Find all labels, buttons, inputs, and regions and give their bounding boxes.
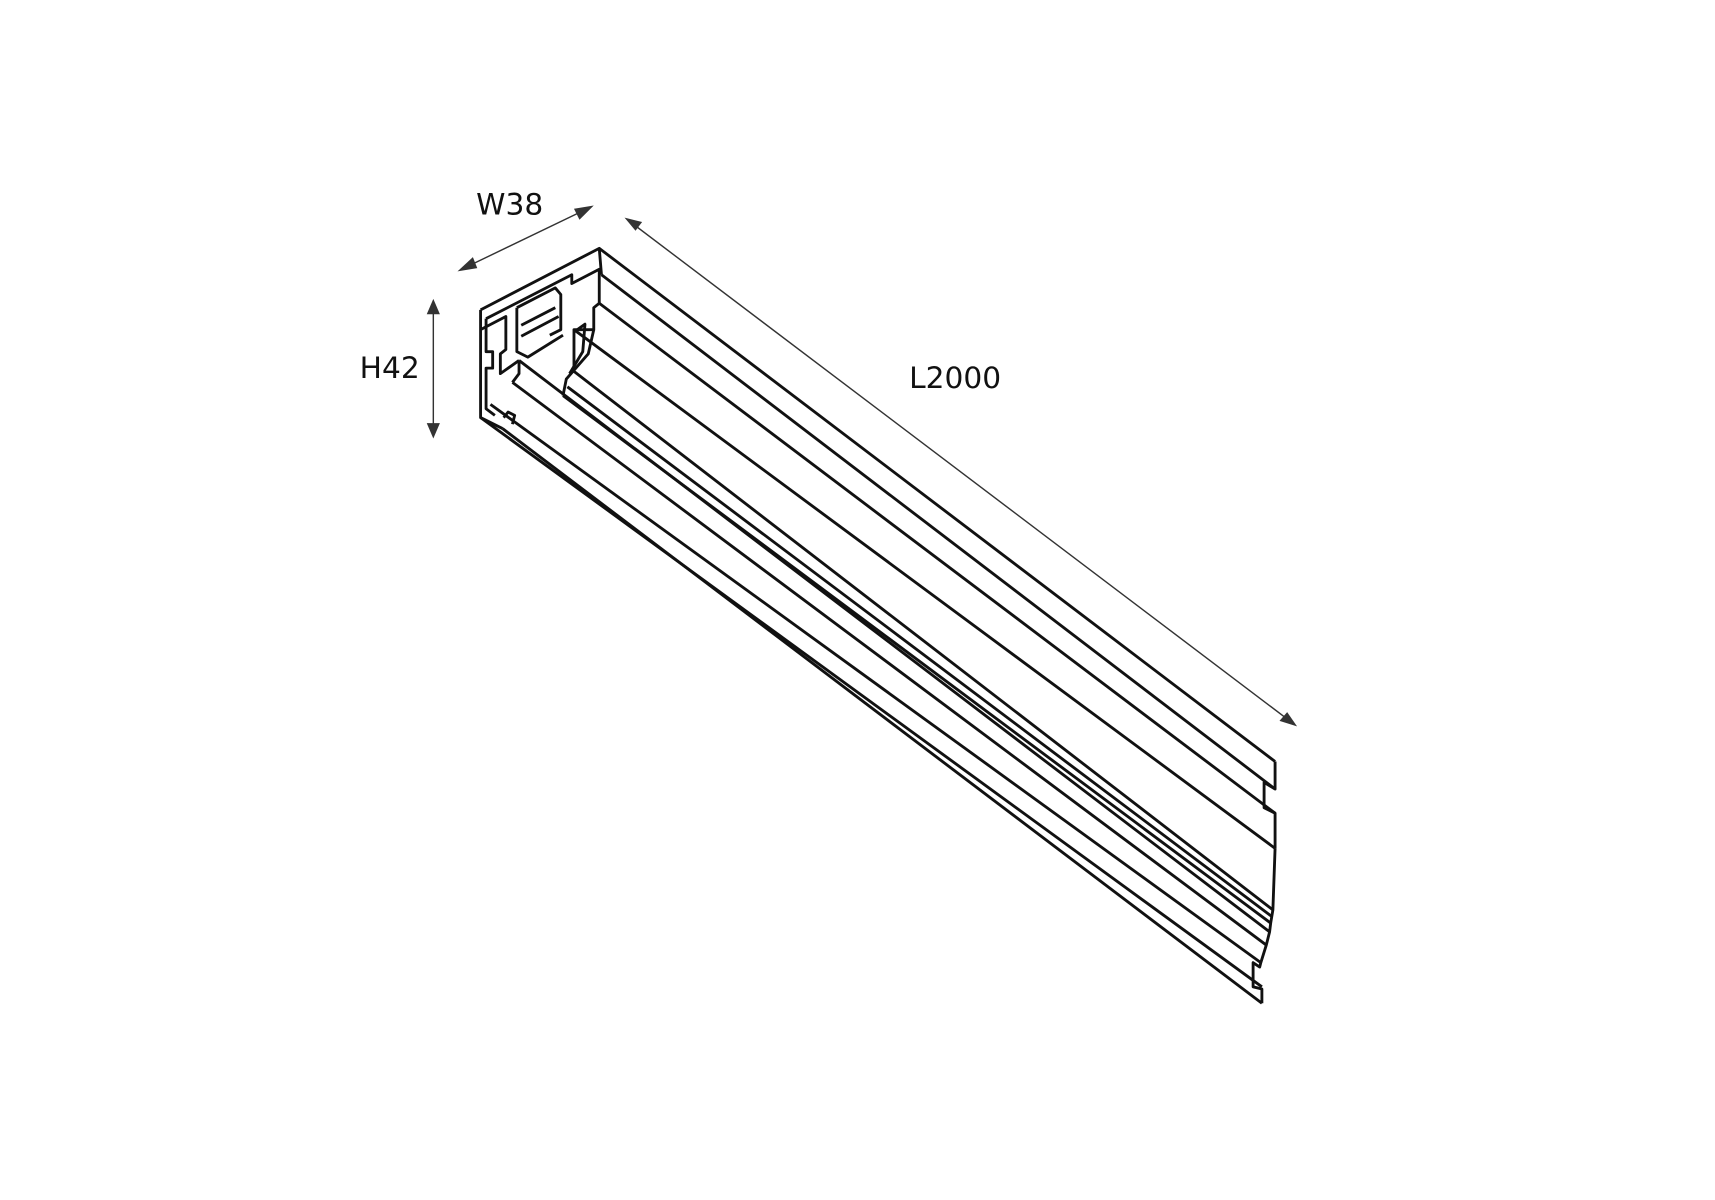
height-dimension: H42 — [360, 298, 440, 439]
profile-cross-section — [479, 246, 603, 430]
width-dimension: W38 — [457, 186, 594, 272]
length-dimension: L2000 — [624, 217, 1298, 727]
length-label: L2000 — [909, 360, 1001, 395]
height-label: H42 — [360, 350, 420, 385]
extrusion-body — [479, 247, 1277, 1005]
width-label: W38 — [476, 186, 543, 221]
